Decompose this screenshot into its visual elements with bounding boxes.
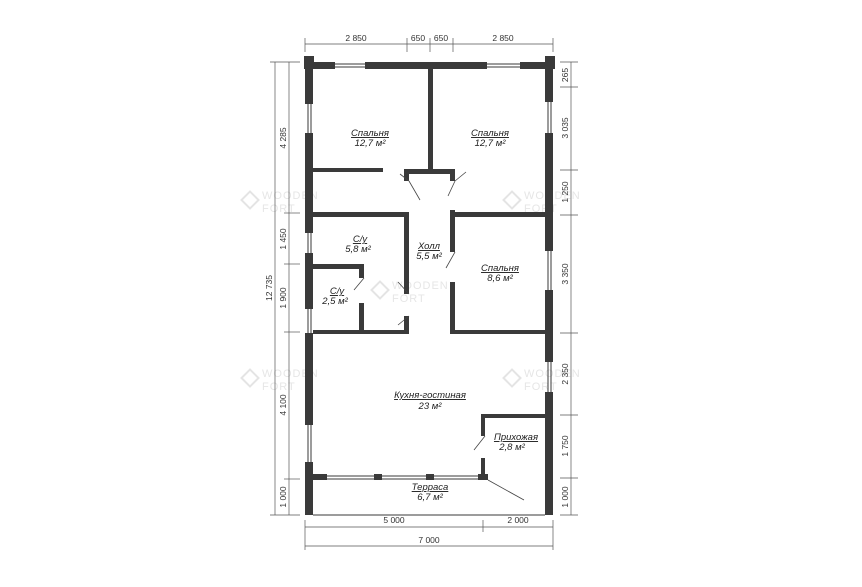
dimension-label: 650 (411, 33, 425, 43)
svg-text:Терраса: Терраса (412, 482, 449, 493)
watermarks: WOODEN FORT WOODEN FORT WOODEN FORT WOOD… (240, 190, 581, 393)
room-terrace: Терраса 6,7 м² (412, 482, 449, 503)
room-labels: Спальня 12,7 м² Спальня 12,7 м² С/у 5,8 … (321, 128, 538, 503)
room-hall: Холл 5,5 м² (416, 241, 442, 262)
svg-text:5,8 м²: 5,8 м² (345, 244, 371, 255)
svg-text:WOODEN: WOODEN (262, 368, 319, 380)
walls (304, 56, 555, 516)
svg-text:2,8 м²: 2,8 м² (498, 442, 525, 453)
room-kitchen-living: Кухня-гостиная 23 м² (394, 390, 466, 412)
dimension-label: 3 035 (560, 117, 570, 139)
dimension-bottom: 5 000 2 000 7 000 (304, 515, 554, 550)
svg-text:8,6 м²: 8,6 м² (487, 273, 513, 284)
room-bedroom-small: Спальня 8,6 м² (481, 263, 519, 284)
svg-text:WOODEN: WOODEN (524, 368, 581, 380)
watermark-logo: WOODEN FORT (240, 368, 319, 393)
doors (353, 171, 525, 501)
svg-text:12,7 м²: 12,7 м² (475, 138, 507, 149)
dimension-label: 1 000 (278, 486, 288, 508)
watermark-logo: WOODEN FORT (370, 280, 449, 305)
dimension-label: 4 285 (278, 127, 288, 149)
dimension-label: 1 900 (278, 287, 288, 309)
svg-text:Спальня: Спальня (471, 128, 509, 139)
watermark-logo: WOODEN FORT (502, 368, 581, 393)
dimension-label: 1 000 (560, 486, 570, 508)
svg-text:12,7 м²: 12,7 м² (355, 138, 387, 149)
svg-text:Холл: Холл (417, 241, 441, 252)
dimension-label: 1 750 (560, 435, 570, 457)
svg-text:WOODEN: WOODEN (392, 280, 449, 292)
svg-text:FORT: FORT (524, 381, 558, 393)
svg-text:Спальня: Спальня (481, 263, 519, 274)
dimension-label: 2 350 (560, 363, 570, 385)
dimension-label: 650 (434, 33, 448, 43)
dimension-label: 2 000 (507, 515, 529, 525)
dimension-label: 7 000 (418, 535, 440, 545)
svg-text:FORT: FORT (262, 381, 296, 393)
svg-text:5,5 м²: 5,5 м² (416, 251, 442, 262)
dimension-left: 4 285 1 450 1 900 4 100 1 000 12 735 (264, 61, 300, 516)
svg-text:FORT: FORT (392, 293, 426, 305)
dimension-label: 1 250 (560, 181, 570, 203)
svg-text:Прихожая: Прихожая (494, 432, 538, 443)
room-bathroom-small: С/у 2,5 м² (321, 286, 348, 307)
svg-text:2,5 м²: 2,5 м² (321, 296, 348, 307)
dimension-label: 265 (560, 68, 570, 82)
room-bathroom-large: С/у 5,8 м² (345, 234, 371, 255)
room-bedroom-left: Спальня 12,7 м² (351, 128, 389, 149)
svg-text:WOODEN: WOODEN (262, 190, 319, 202)
watermark-logo: WOODEN FORT (240, 190, 319, 215)
svg-text:Спальня: Спальня (351, 128, 389, 139)
dimension-label: 12 735 (264, 275, 274, 301)
dimension-top: 2 850 650 650 2 850 (304, 33, 554, 52)
room-bedroom-right: Спальня 12,7 м² (471, 128, 509, 149)
dimension-label: 3 350 (560, 263, 570, 285)
dimension-label: 4 100 (278, 394, 288, 416)
svg-text:6,7 м²: 6,7 м² (417, 492, 443, 503)
svg-text:FORT: FORT (262, 203, 296, 215)
room-entrance-hall: Прихожая 2,8 м² (494, 432, 538, 453)
dimension-label: 1 450 (278, 228, 288, 250)
svg-text:С/у: С/у (330, 286, 346, 297)
dimension-label: 2 850 (345, 33, 367, 43)
dimension-label: 2 850 (492, 33, 514, 43)
svg-text:С/у: С/у (353, 234, 369, 245)
svg-text:Кухня-гостиная: Кухня-гостиная (394, 390, 466, 401)
dimension-right: 265 3 035 1 250 3 350 2 350 1 750 1 000 (560, 61, 578, 516)
dimension-label: 5 000 (383, 515, 405, 525)
svg-text:23 м²: 23 м² (418, 401, 443, 412)
